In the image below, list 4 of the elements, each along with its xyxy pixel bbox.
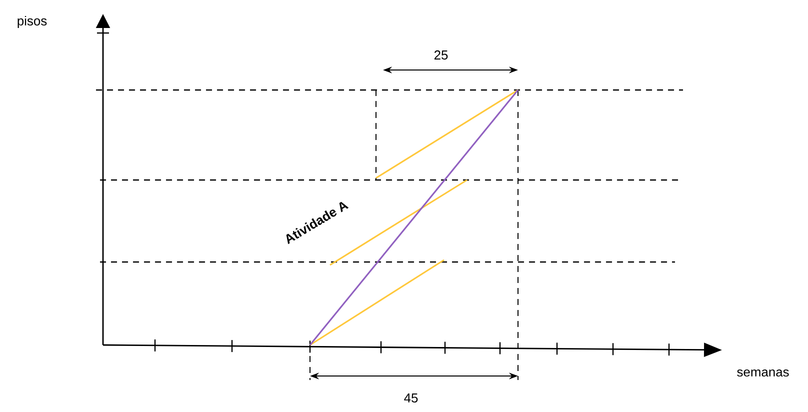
axis-label: semanas bbox=[737, 369, 789, 377]
dimension-label: 45 bbox=[404, 394, 418, 403]
axis-label: pisos bbox=[18, 16, 47, 28]
dimension-label: 25 bbox=[434, 50, 448, 60]
